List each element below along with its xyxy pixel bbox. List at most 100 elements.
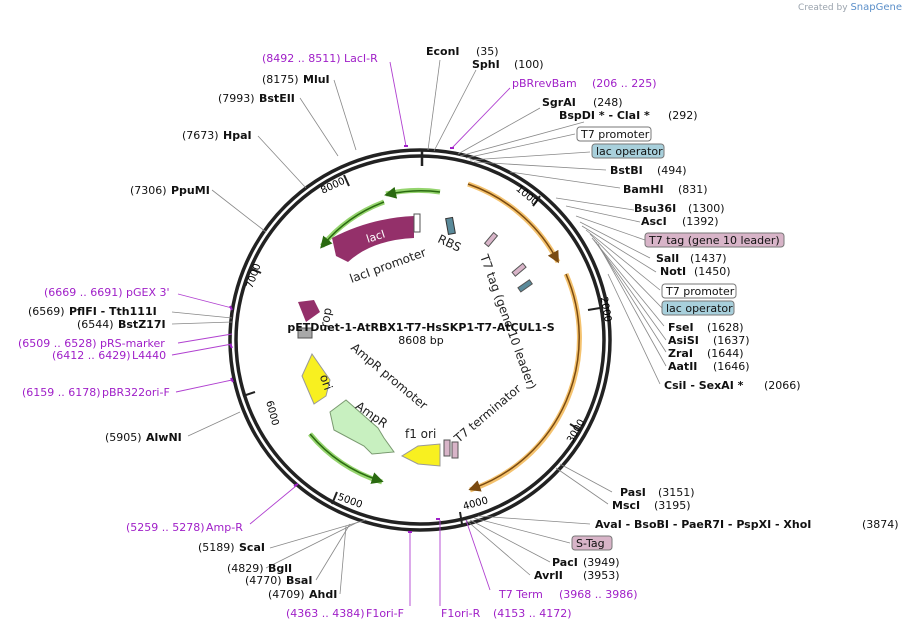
enzyme-asci-pos: (1392) — [682, 215, 719, 228]
box-lac-operator-2 — [661, 300, 735, 316]
enzyme-avai: AvaI - BsoBI - PaeR7I - PspXI - XhoI — [595, 518, 811, 531]
enzyme-bamhi: BamHI — [623, 183, 664, 196]
rbs-marker — [445, 216, 456, 235]
primer-pbr322ori: pBR322ori-F — [102, 386, 170, 399]
lacI-label: lacI — [365, 227, 387, 245]
tick-mark — [459, 511, 463, 525]
enzyme-sphi-pos: (100) — [514, 58, 544, 71]
label-lac-operator-2: lac operator — [666, 302, 733, 315]
enzyme-bstbi: BstBI — [610, 164, 643, 177]
tick-label: 3000 — [565, 418, 587, 446]
primer-pgex-range: (6669 .. 6691) — [44, 286, 123, 299]
primer-laci-r: LacI-R — [344, 52, 378, 65]
enzyme-bstz17i-pos: (6544) — [77, 318, 114, 331]
enzyme-bspdi: BspDI * - ClaI * — [559, 109, 650, 122]
tick-label: 2000 — [598, 296, 613, 323]
lacI-arrow — [332, 216, 414, 262]
tick-label: 5000 — [336, 492, 364, 511]
enzyme-avai-pos: (3874) — [862, 518, 899, 531]
feature-arc-green-left-line — [320, 201, 385, 249]
enzyme-asci: AscI — [641, 215, 667, 228]
tick-label: 7000 — [245, 262, 264, 290]
enzyme-mlui: MluI — [303, 73, 330, 86]
t7-tag-marker — [483, 231, 499, 248]
enzyme-bamhi-pos: (831) — [678, 183, 708, 196]
enzyme-bgli-pos: (4829) — [227, 562, 264, 575]
label-t7-promoter-2: T7 promoter — [665, 285, 735, 298]
primer-prs-range: (6509 .. 6528) — [18, 337, 97, 350]
tick-mark — [242, 391, 256, 397]
enzyme-paci: PacI — [552, 556, 578, 569]
backbone-outer — [228, 148, 612, 532]
enzyme-noti: NotI — [660, 265, 686, 278]
plasmid-size: 8608 bp — [398, 334, 443, 347]
feature-arc-orange-right-line — [468, 273, 580, 492]
rop-arrow — [298, 300, 320, 322]
enzyme-pflfi: PflFI - Tth111I — [69, 305, 157, 318]
primer-ticks — [229, 145, 454, 533]
box-t7-promoter-1 — [576, 126, 652, 142]
enzyme-csii: CsiI - SexAI * — [664, 379, 744, 392]
rop-box — [297, 327, 313, 339]
enzyme-csii-pos: (2066) — [764, 379, 801, 392]
primer-t7-term: T7 Term — [498, 588, 543, 601]
enzyme-avrii-pos: (3953) — [583, 569, 620, 582]
primer-leader-lines — [171, 61, 511, 606]
enzyme-ahdi-pos: (4709) — [268, 588, 305, 601]
enzyme-ahdi: AhdI — [309, 588, 337, 601]
primer-f1ori-r: F1ori-R — [441, 607, 481, 620]
enzyme-sali-pos: (1437) — [690, 252, 727, 265]
enzyme-sgrai-pos: (248) — [593, 96, 623, 109]
box-lac-operator-1 — [591, 143, 665, 159]
tick-label: 1000 — [513, 183, 540, 208]
primer-l4440-range: (6412 .. 6429) — [52, 349, 131, 362]
enzyme-bsteii: BstEII — [259, 92, 295, 105]
enzyme-econi: EconI — [426, 45, 460, 58]
watermark-brand: SnapGene — [850, 2, 902, 13]
enzyme-bgli: BglI — [268, 562, 292, 575]
enzyme-scai-pos: (5189) — [198, 541, 235, 554]
enzyme-ppumi-pos: (7306) — [130, 184, 167, 197]
enzyme-sali: SalI — [656, 252, 679, 265]
backbone-inner — [234, 154, 606, 526]
enzyme-ppumi: PpuMI — [171, 184, 210, 197]
enzyme-bstbi-pos: (494) — [657, 164, 687, 177]
enzyme-bspdi-pos: (292) — [668, 109, 698, 122]
primer-pbr322ori-range: (6159 .. 6178) — [22, 386, 101, 399]
enzyme-scai: ScaI — [239, 541, 265, 554]
enzyme-zrai: ZraI — [668, 347, 693, 360]
enzyme-msci-pos: (3195) — [654, 499, 691, 512]
primer-pbrrevbam: pBRrevBam — [512, 77, 577, 90]
tick-mark — [343, 174, 350, 187]
enzyme-mlui-pos: (8175) — [262, 73, 299, 86]
label-lac-operator-1: lac operator — [596, 145, 663, 158]
primer-laci-r-range: (8492 .. 8511) — [262, 52, 341, 65]
enzyme-noti-pos: (1450) — [694, 265, 731, 278]
enzyme-alwni-pos: (5905) — [105, 431, 142, 444]
watermark-prefix: Created by — [798, 3, 848, 13]
rbs-label: RBS — [436, 232, 464, 255]
enzyme-fsei-pos: (1628) — [707, 321, 744, 334]
enzyme-bsu36i: Bsu36I — [634, 202, 676, 215]
enzyme-bsteii-pos: (7993) — [218, 92, 255, 105]
enzyme-bsai: BsaI — [286, 574, 312, 587]
box-t7-promoter-2 — [661, 283, 737, 299]
primer-f1ori-f: F1ori-F — [366, 607, 404, 620]
primer-amp-r: Amp-R — [206, 521, 243, 534]
ori-arrow — [301, 352, 331, 405]
enzyme-fsei: FseI — [668, 321, 694, 334]
t7-terminator-label: T7 terminator — [451, 382, 524, 446]
label-t7-tag: T7 tag (gene 10 leader) — [648, 234, 780, 247]
f1-ori-marker — [443, 439, 451, 457]
feature-arc-green-top-line — [384, 186, 441, 199]
enzyme-bsai-pos: (4770) — [245, 574, 282, 587]
enzyme-hpai-pos: (7673) — [182, 129, 219, 142]
enzyme-asisi: AsiSI — [668, 334, 699, 347]
feature-arc-orange-top-line — [467, 183, 559, 264]
enzyme-zrai-pos: (1644) — [707, 347, 744, 360]
tick-label: 4000 — [462, 495, 489, 512]
enzyme-pasi: PasI — [620, 486, 646, 499]
boxed-feature-labels: T7 promoter lac operator T7 tag (gene 10… — [571, 126, 785, 551]
rop-label: rop — [317, 307, 334, 329]
enzyme-avrii: AvrII — [534, 569, 563, 582]
